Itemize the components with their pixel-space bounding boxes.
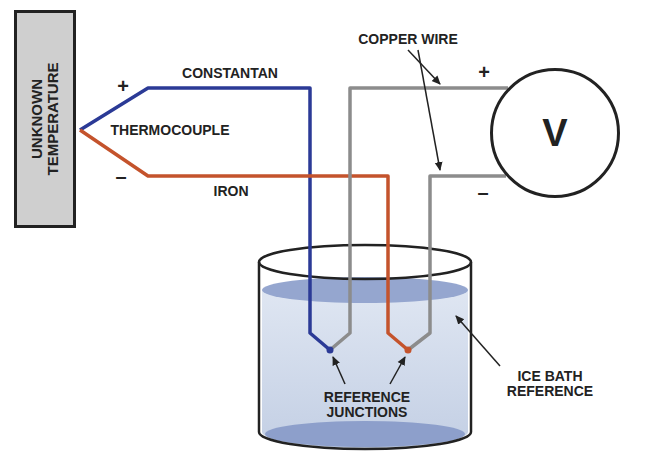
leader-line <box>390 357 405 384</box>
part-label: THERMOCOUPLE <box>111 123 230 138</box>
iron-wire <box>80 130 408 350</box>
polarity-sign: + <box>478 61 490 83</box>
voltmeter-symbol: V <box>542 114 567 152</box>
junction-dot <box>327 347 334 354</box>
beaker-wall <box>259 262 471 449</box>
leader-line <box>456 316 500 366</box>
junction-label: REFERENCE JUNCTIONS <box>302 390 432 421</box>
beaker-bottom <box>265 421 465 447</box>
beaker-rim <box>259 245 471 279</box>
wire-label: IRON <box>214 184 249 199</box>
temperature-box: UNKNOWN TEMPERATURE <box>14 10 76 228</box>
copper-wire <box>408 176 506 350</box>
junction-dot <box>405 347 412 354</box>
polarity-sign: + <box>117 75 129 97</box>
temperature-label: UNKNOWN TEMPERATURE <box>29 44 61 194</box>
wire-label: CONSTANTAN <box>182 66 278 81</box>
constantan-wire <box>80 88 330 350</box>
polarity-sign: – <box>477 181 488 203</box>
bath-label: ICE BATH REFERENCE <box>495 369 605 400</box>
leader-line <box>418 50 440 170</box>
polarity-sign: – <box>115 165 126 187</box>
wire-label: COPPER WIRE <box>358 32 458 47</box>
water-surface <box>262 277 468 303</box>
copper-wire <box>330 88 508 350</box>
voltmeter-circle: V <box>490 68 620 198</box>
ice-water <box>262 290 468 448</box>
leader-line <box>333 357 345 384</box>
